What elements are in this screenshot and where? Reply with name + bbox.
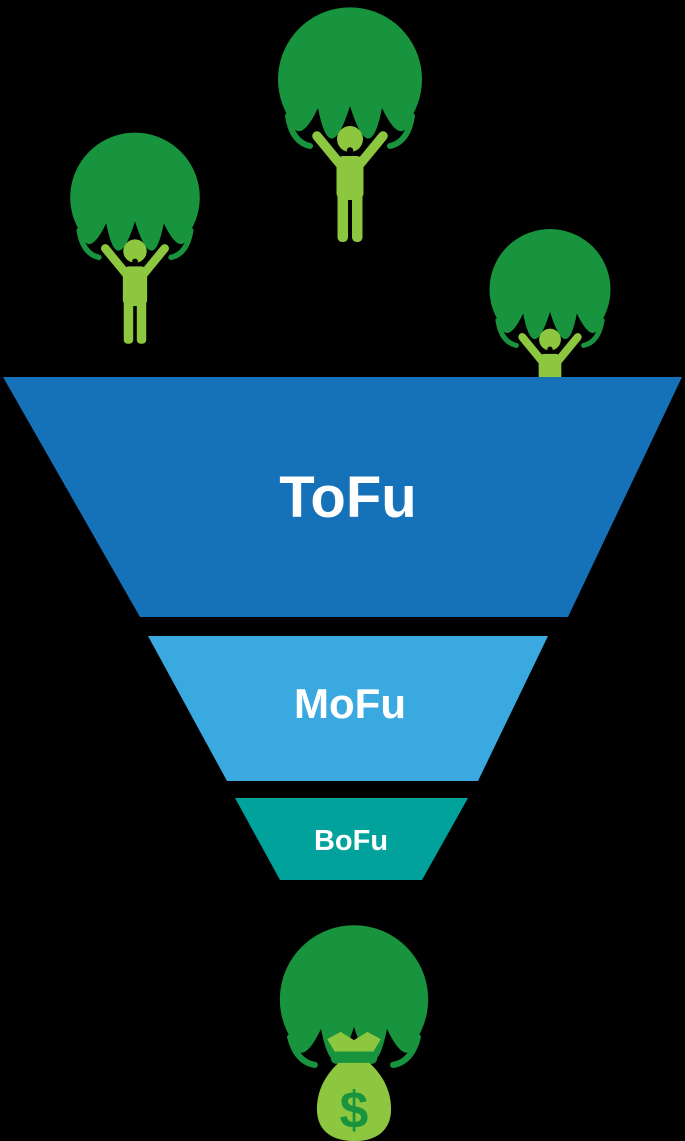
funnel-stage-bofu (235, 798, 468, 880)
funnel-label-tofu: ToFu (279, 465, 416, 530)
funnel-label-bofu: BoFu (314, 825, 388, 857)
parachutist-center (278, 7, 422, 242)
parachutist-left (70, 133, 200, 344)
money-parachute-bottom (280, 925, 428, 1141)
funnel-label-mofu: MoFu (294, 680, 406, 727)
funnel-stage-tofu (3, 377, 682, 617)
funnel-stage-mofu (148, 636, 548, 781)
funnel: ToFu MoFu BoFu (3, 377, 682, 880)
